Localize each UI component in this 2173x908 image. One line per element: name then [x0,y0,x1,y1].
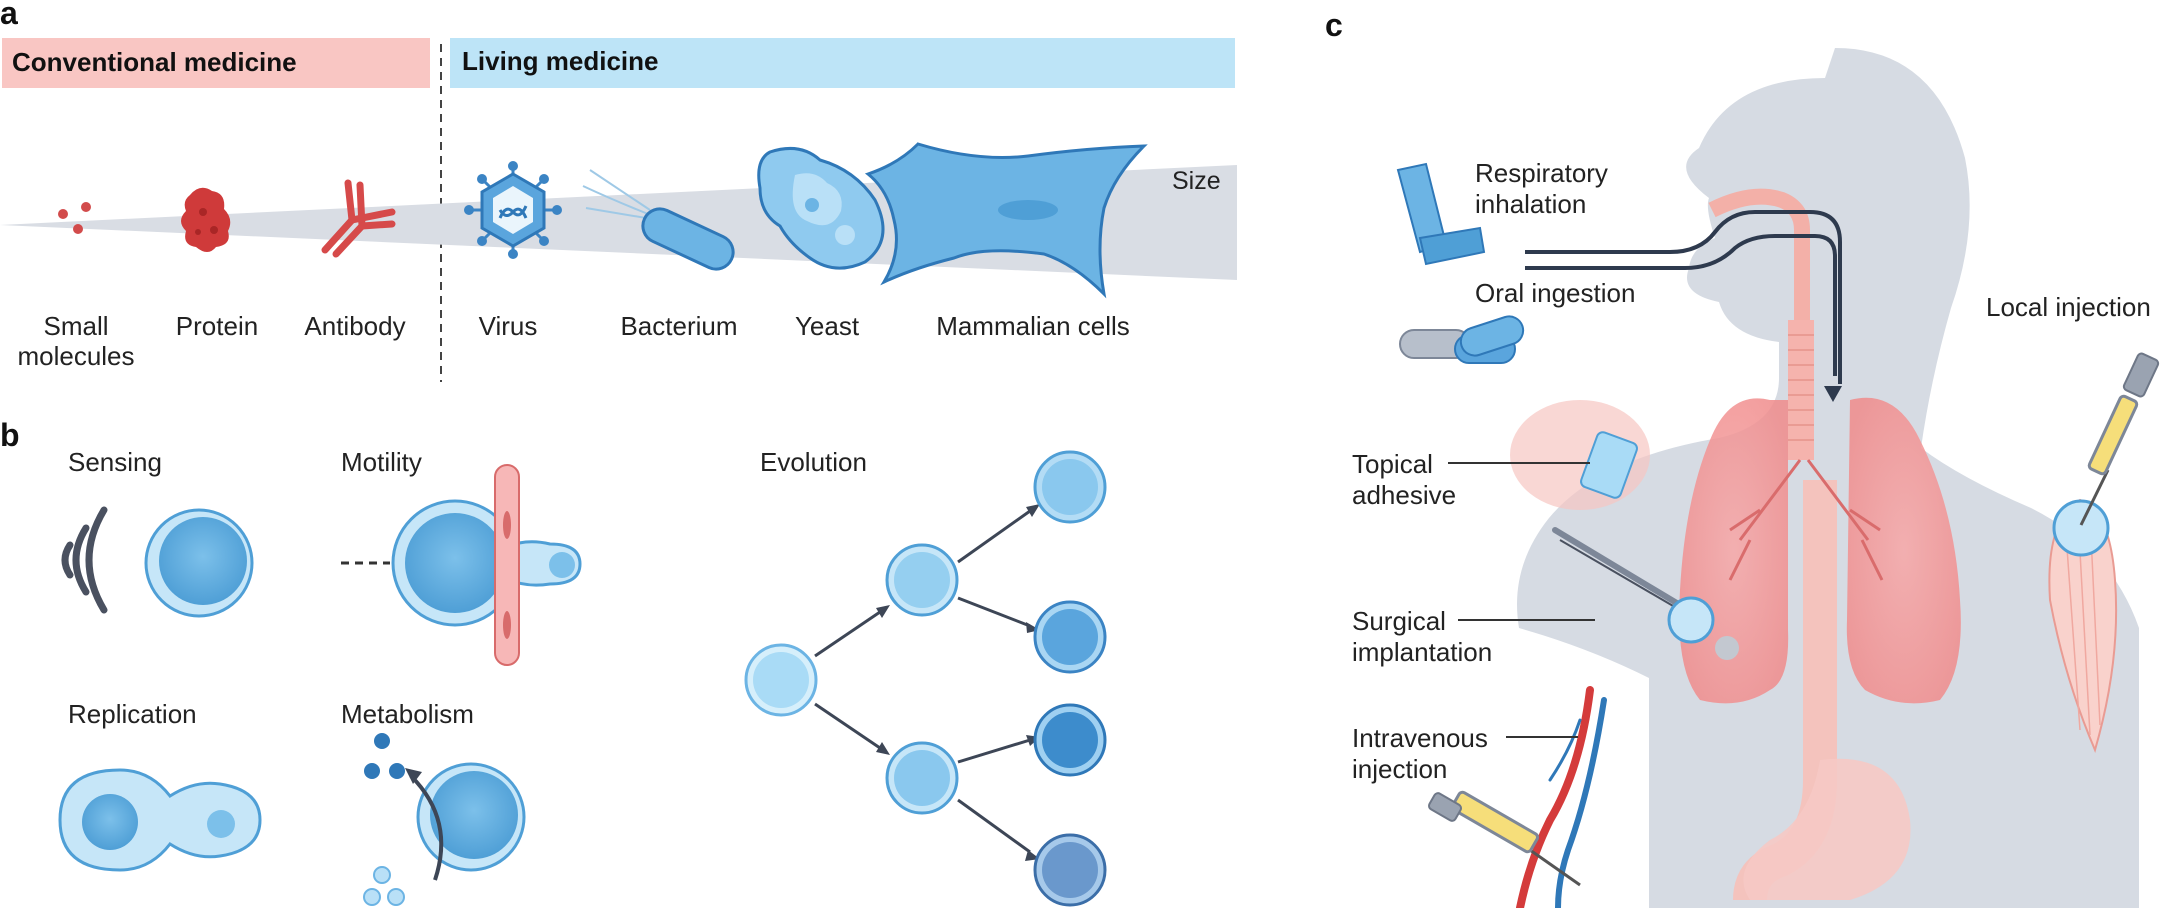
mammalian-cell-icon [864,142,1148,299]
sensing-label: Sensing [68,447,162,477]
evolution-cell-leaf-3 [1033,703,1107,777]
injection-depot-icon [2052,499,2110,557]
small-molecules-label-1: Small [43,311,108,341]
local-syringe-icon [2079,352,2160,526]
conventional-medicine-header: Conventional medicine [12,47,297,77]
respiratory-label-2: inhalation [1475,189,1586,219]
bacterium-label: Bacterium [620,311,737,341]
virus-icon [464,161,562,259]
bacterium-icon [582,169,735,271]
input-molecules [364,733,405,779]
evolution-cell-root [744,643,818,717]
conventional-header-band [2,38,430,88]
adhesive-patch-icon [1580,431,1638,499]
signal-waves-icon [61,506,108,614]
metabolism-arrowhead [405,768,422,784]
intravenous-label-1: Intravenous [1352,723,1488,753]
protein-label: Protein [176,311,258,341]
evolution-label: Evolution [760,447,867,477]
surgical-label-1: Surgical [1352,606,1446,636]
panel-label-a: a [0,0,18,31]
living-header-band [450,38,1235,88]
output-molecules [363,866,405,906]
evolution-cell-leaf-2 [1033,600,1107,674]
antibody-label: Antibody [304,311,405,341]
right-lung [1846,397,1961,704]
replication-cell [58,768,262,872]
nipple-marker [1715,636,1739,660]
route-arrowhead [1824,386,1842,402]
virus-label: Virus [479,311,538,341]
surgical-label-2: implantation [1352,637,1492,667]
local-injection-label: Local injection [1986,292,2151,322]
vessel-barrier [494,464,520,666]
implant-capsule-icon [1667,596,1715,644]
sensing-cell [144,508,254,618]
iv-syringe-icon [1427,790,1581,887]
metabolism-arrow [409,774,444,881]
mammalian-cells-label: Mammalian cells [936,311,1130,341]
small-molecules-label-2: molecules [17,341,134,371]
size-label: Size [1172,167,1221,195]
trachea-rings [1788,334,1814,441]
pills-icon [1399,315,1525,364]
evolution-cell-lower [885,741,959,815]
stomach [1743,758,1911,900]
motility-cell [391,499,582,627]
motility-label: Motility [341,447,422,477]
metabolism-label: Metabolism [341,699,474,729]
panel-label-b: b [0,417,20,453]
metabolism-cell [416,762,526,872]
topical-label-1: Topical [1352,449,1433,479]
route-lines [1525,210,1842,384]
living-medicine-header: Living medicine [462,46,659,76]
panel-label-c: c [1325,7,1343,43]
blood-vessels [1516,686,1607,908]
evolution-arrows [814,509,1031,854]
small-molecules-icon [58,202,91,234]
intravenous-label-2: injection [1352,754,1447,784]
replication-label: Replication [68,699,197,729]
body-silhouette [1517,48,2139,908]
arm-muscle [2048,498,2118,753]
oral-ingestion-label: Oral ingestion [1475,278,1635,308]
surgical-tool-icon [1552,527,1683,611]
bronchi [1728,459,1884,581]
yeast-icon [757,146,885,270]
respiratory-label-1: Respiratory [1475,158,1608,188]
protein-icon [181,187,231,252]
inhaler-icon [1396,162,1486,266]
evolution-cell-upper [885,543,959,617]
evolution-cell-leaf-1 [1033,450,1107,524]
yeast-label: Yeast [795,311,860,341]
topical-label-2: adhesive [1352,480,1456,510]
antibody-icon [321,179,396,258]
evolution-cell-leaf-4 [1033,833,1107,907]
